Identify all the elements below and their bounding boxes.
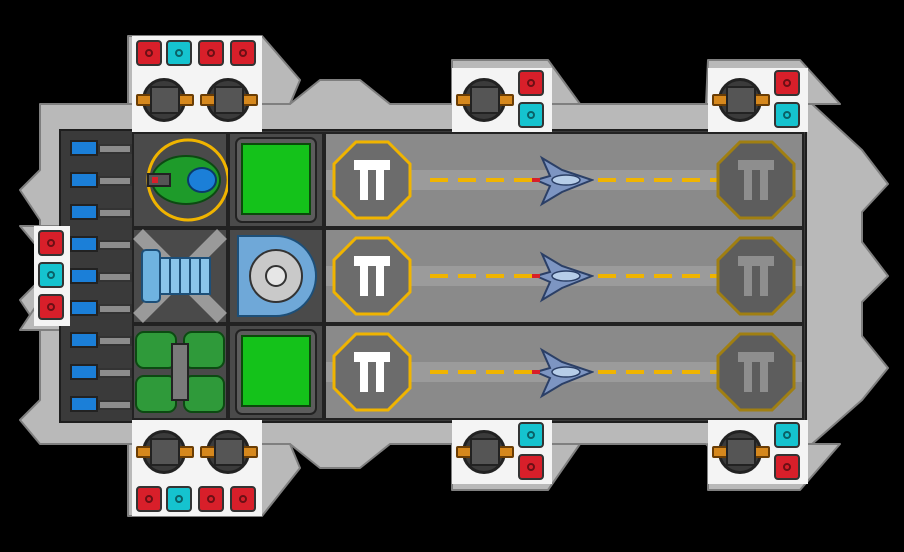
battery-cell-icon[interactable]: [68, 262, 132, 292]
runway-marking: [514, 178, 532, 182]
capacitor-icon[interactable]: [166, 486, 192, 512]
capacitor-icon[interactable]: [38, 262, 64, 288]
runway-marking: [598, 178, 616, 182]
battery-cell-icon[interactable]: [68, 166, 132, 196]
capacitor-icon[interactable]: [136, 486, 162, 512]
capacitor-icon[interactable]: [774, 70, 800, 96]
battery-cell-icon[interactable]: [68, 358, 132, 388]
landing-pad-icon[interactable]: [716, 140, 796, 220]
runway-marking: [486, 274, 504, 278]
storage-icon[interactable]: [228, 132, 324, 228]
launch-pad-icon[interactable]: [332, 140, 412, 220]
runway-marking: [430, 274, 448, 278]
reactor-icon[interactable]: [132, 228, 228, 324]
runway-marking: [682, 178, 700, 182]
landing-pad-icon[interactable]: [716, 236, 796, 316]
fighter-ship-icon[interactable]: [532, 342, 594, 404]
battery-cell-icon[interactable]: [68, 390, 132, 420]
capacitor-icon[interactable]: [166, 40, 192, 66]
battery-cell-icon[interactable]: [68, 326, 132, 356]
runway-2[interactable]: [324, 228, 804, 324]
runway-marking: [430, 178, 448, 182]
battery-cell-icon[interactable]: [68, 294, 132, 324]
battery-cell-icon[interactable]: [68, 230, 132, 260]
battery-cell-icon[interactable]: [68, 198, 132, 228]
capacitor-icon[interactable]: [230, 40, 256, 66]
runway-marking: [458, 274, 476, 278]
launch-pad-icon[interactable]: [332, 236, 412, 316]
capacitor-icon[interactable]: [136, 40, 162, 66]
runway-marking: [654, 274, 672, 278]
runway-marking: [458, 370, 476, 374]
turret-icon[interactable]: [712, 424, 770, 480]
turret-icon[interactable]: [200, 72, 258, 128]
capacitor-icon[interactable]: [518, 422, 544, 448]
capacitor-icon[interactable]: [198, 40, 224, 66]
runway-marking: [486, 370, 504, 374]
capacitor-icon[interactable]: [38, 294, 64, 320]
launch-pad-icon[interactable]: [332, 332, 412, 412]
turret-icon[interactable]: [136, 72, 194, 128]
capacitor-icon[interactable]: [230, 486, 256, 512]
turret-icon[interactable]: [456, 424, 514, 480]
capacitor-icon[interactable]: [774, 102, 800, 128]
capacitor-icon[interactable]: [38, 230, 64, 256]
shield-generator-icon[interactable]: [228, 228, 324, 324]
capacitor-icon[interactable]: [774, 422, 800, 448]
fighter-ship-icon[interactable]: [532, 150, 594, 212]
runway-1[interactable]: [324, 132, 804, 228]
capacitor-icon[interactable]: [518, 70, 544, 96]
runway-marking: [514, 274, 532, 278]
capacitor-icon[interactable]: [518, 454, 544, 480]
landing-pad-icon[interactable]: [716, 332, 796, 412]
runway-marking: [654, 370, 672, 374]
runway-marking: [682, 370, 700, 374]
storage-icon[interactable]: [228, 324, 324, 420]
fighter-ship-icon[interactable]: [532, 246, 594, 308]
turret-icon[interactable]: [456, 72, 514, 128]
capacitor-icon[interactable]: [774, 454, 800, 480]
turret-icon[interactable]: [136, 424, 194, 480]
capacitor-icon[interactable]: [518, 102, 544, 128]
runway-marking: [430, 370, 448, 374]
runway-marking: [458, 178, 476, 182]
runway-marking: [626, 178, 644, 182]
turret-icon[interactable]: [712, 72, 770, 128]
runway-marking: [598, 370, 616, 374]
runway-marking: [626, 274, 644, 278]
runway-marking: [654, 178, 672, 182]
battery-cell-icon[interactable]: [68, 134, 132, 164]
turret-icon[interactable]: [200, 424, 258, 480]
runway-marking: [626, 370, 644, 374]
runway-marking: [514, 370, 532, 374]
runway-3[interactable]: [324, 324, 804, 420]
cockpit-icon[interactable]: [132, 132, 228, 228]
engine-icon[interactable]: [132, 324, 228, 420]
runway-marking: [486, 178, 504, 182]
runway-marking: [682, 274, 700, 278]
capacitor-icon[interactable]: [198, 486, 224, 512]
runway-marking: [598, 274, 616, 278]
